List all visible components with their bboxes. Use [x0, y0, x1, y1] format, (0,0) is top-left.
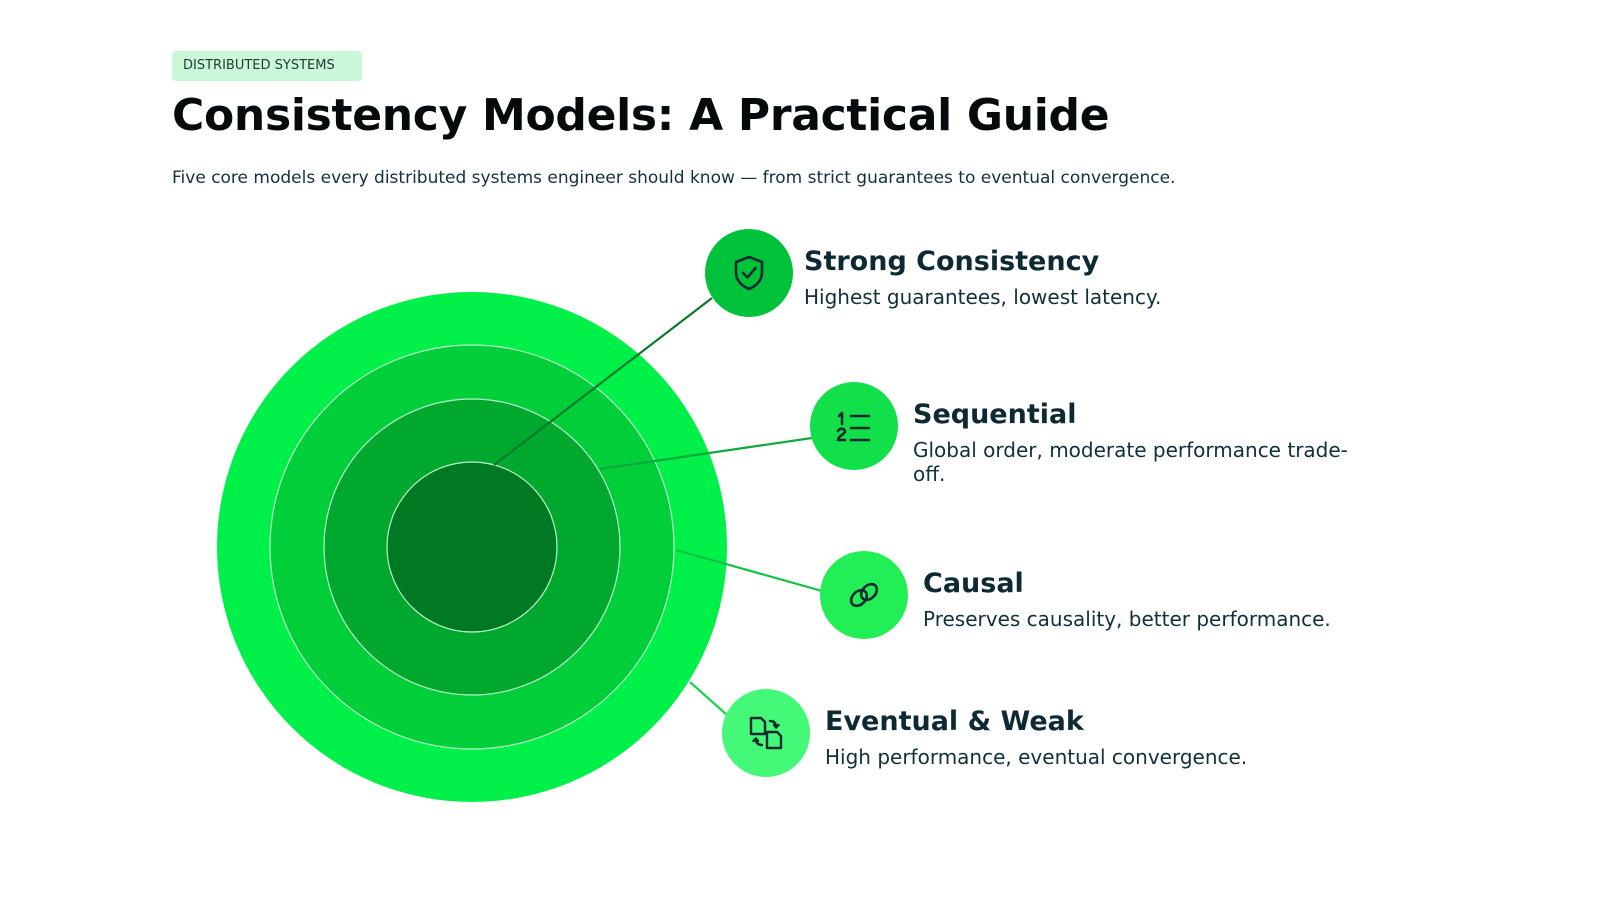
eventual-weak-label: Eventual & Weak High performance, eventu… [825, 706, 1247, 769]
sequential-badge [810, 382, 898, 470]
causal-label: Causal Preserves causality, better perfo… [923, 568, 1331, 631]
sequential-label: Sequential Global order, moderate perfor… [913, 399, 1373, 486]
category-tag: DISTRIBUTED SYSTEMS [172, 51, 362, 81]
sequential-title: Sequential [913, 399, 1077, 430]
ring-core [386, 461, 558, 633]
page-title: Consistency Models: A Practical Guide [172, 90, 1110, 141]
eventual-weak-badge [722, 689, 810, 777]
strong-consistency-label: Strong Consistency Highest guarantees, l… [804, 246, 1161, 309]
strong-consistency-title: Strong Consistency [804, 246, 1100, 277]
page-subtitle: Five core models every distributed syste… [172, 168, 1176, 188]
causal-title: Causal [923, 568, 1024, 599]
eventual-weak-description: High performance, eventual convergence. [825, 745, 1248, 769]
strong-consistency-badge [705, 229, 793, 317]
connector-causal [675, 548, 823, 593]
connector-strong [493, 297, 713, 466]
numbered-list-icon [836, 411, 871, 442]
link-icon [849, 582, 879, 608]
sequential-description: Global order, moderate performance trade… [913, 438, 1348, 486]
shield-check-icon [734, 255, 764, 291]
causal-badge [820, 551, 908, 639]
causal-description: Preserves causality, better performance. [923, 607, 1331, 631]
eventual-weak-title: Eventual & Weak [825, 706, 1084, 737]
connector-eventual [689, 681, 728, 716]
strong-consistency-description: Highest guarantees, lowest latency. [804, 285, 1162, 309]
copy-sync-icon [749, 716, 783, 750]
connector-sequential [599, 436, 813, 471]
